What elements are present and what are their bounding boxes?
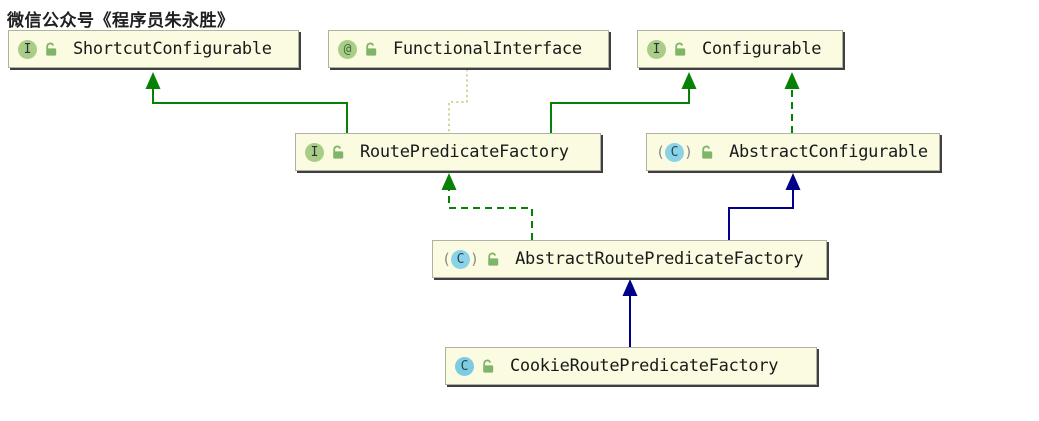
public-lock-icon <box>43 41 59 57</box>
node-label: CookieRoutePredicateFactory <box>510 356 779 376</box>
arrowhead-route-predicate-factory-to-shortcut-configurable <box>145 72 161 89</box>
class-node-abstract-route-predicate-factory[interactable]: ( C ) AbstractRoutePredicateFactory <box>432 240 827 278</box>
class-node-route-predicate-factory[interactable]: I RoutePredicateFactory <box>295 133 601 171</box>
class-badge-icon: C <box>455 356 474 376</box>
edge-implements-abstract-route-predicate-factory-to-route-predicate-factory <box>448 190 533 240</box>
interface-badge-icon: I <box>647 39 666 59</box>
edge-annotation-functional-interface-to-route-predicate-factory <box>448 69 468 133</box>
public-lock-icon <box>480 358 496 374</box>
watermark-text: 微信公众号《程序员朱永胜》 <box>7 11 235 31</box>
node-label: FunctionalInterface <box>393 39 582 59</box>
class-node-abstract-configurable[interactable]: ( C ) AbstractConfigurable <box>646 133 940 171</box>
abstract-paren-open: ( <box>656 143 666 161</box>
public-lock-icon <box>363 41 379 57</box>
abstract-class-badge-icon: C <box>665 142 685 162</box>
public-lock-icon <box>330 144 346 160</box>
class-node-shortcut-configurable[interactable]: I ShortcutConfigurable <box>8 30 299 68</box>
node-label: Configurable <box>702 39 822 59</box>
arrowhead-cookie-route-predicate-factory-to-abstract-route-predicate-factory <box>622 279 638 296</box>
public-lock-icon <box>485 251 501 267</box>
arrowhead-abstract-route-predicate-factory-to-route-predicate-factory <box>441 173 457 190</box>
class-node-functional-interface[interactable]: @ FunctionalInterface <box>328 30 609 68</box>
annotation-badge-icon: @ <box>338 39 357 59</box>
abstract-class-badge-icon: C <box>451 249 471 269</box>
interface-badge-icon: I <box>305 142 324 162</box>
public-lock-icon <box>699 144 715 160</box>
class-node-cookie-route-predicate-factory[interactable]: C CookieRoutePredicateFactory <box>445 347 817 385</box>
node-label: AbstractRoutePredicateFactory <box>515 249 804 269</box>
class-node-configurable[interactable]: I Configurable <box>637 30 843 68</box>
arrowhead-abstract-configurable-to-configurable <box>784 72 800 89</box>
arrowhead-abstract-route-predicate-factory-to-abstract-configurable <box>785 173 801 190</box>
edge-extends-route-predicate-factory-to-shortcut-configurable <box>152 89 348 133</box>
node-label: RoutePredicateFactory <box>360 142 569 162</box>
public-lock-icon <box>672 41 688 57</box>
node-label: AbstractConfigurable <box>729 142 928 162</box>
node-label: ShortcutConfigurable <box>73 39 272 59</box>
edge-extends-route-predicate-factory-to-configurable <box>550 89 690 133</box>
arrowhead-route-predicate-factory-to-configurable <box>681 72 697 89</box>
interface-badge-icon: I <box>18 39 37 59</box>
abstract-paren-open: ( <box>442 250 452 268</box>
edge-extends-abstract-route-predicate-factory-to-abstract-configurable <box>728 190 794 240</box>
abstract-paren-close: ) <box>684 143 694 161</box>
abstract-paren-close: ) <box>470 250 480 268</box>
